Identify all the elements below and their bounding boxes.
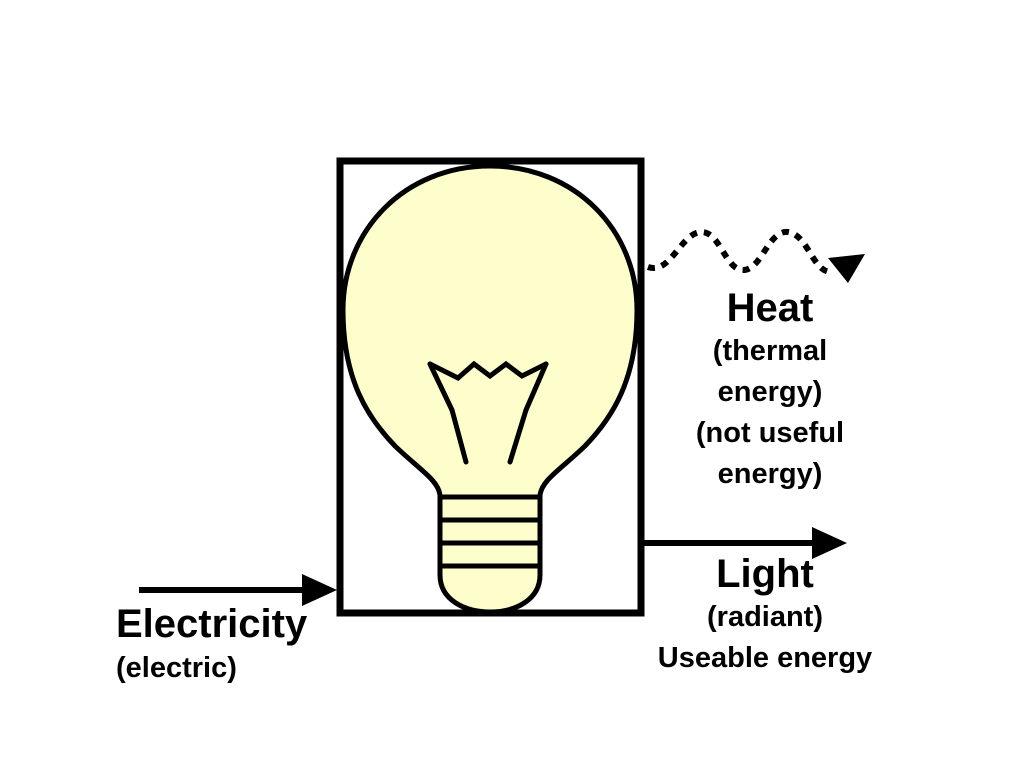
bulb-icon <box>340 163 640 615</box>
filament-icon <box>427 360 549 465</box>
heat-label: Heat (thermal energy) (not useful energy… <box>660 286 880 495</box>
light-label: Light (radiant) Useable energy <box>630 552 900 679</box>
heat-arrowhead <box>828 254 865 283</box>
electricity-line: (electric) <box>116 651 237 684</box>
light-title: Light <box>716 552 814 596</box>
electricity-title: Electricity <box>116 602 308 646</box>
heat-line: (not useful <box>695 416 845 449</box>
heat-line: (thermal <box>712 334 828 367</box>
light-arrowhead <box>812 527 847 559</box>
heat-line: energy) <box>717 457 823 490</box>
light-line: (radiant) <box>707 600 823 633</box>
electricity-arrowhead <box>302 574 337 606</box>
heat-wave-arrow <box>646 229 831 275</box>
light-line: Useable energy <box>657 641 873 674</box>
electricity-label: Electricity (electric) <box>116 602 307 689</box>
bulb-base-threads <box>440 494 540 569</box>
heat-title: Heat <box>726 286 814 330</box>
heat-line: energy) <box>717 375 823 408</box>
